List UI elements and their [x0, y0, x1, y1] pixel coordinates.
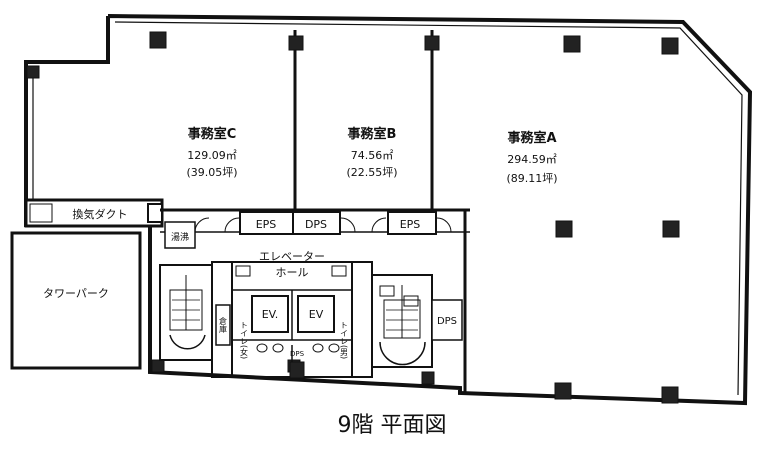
- ev-label-1: EV.: [262, 308, 279, 321]
- ev-label-2: EV: [309, 308, 324, 321]
- tower-parking-label: タワーパーク: [43, 287, 109, 300]
- column: [661, 37, 679, 55]
- tower-parking: [10, 231, 142, 370]
- column: [421, 371, 435, 385]
- toilet-female-label: トイレ(女): [240, 321, 249, 359]
- eps-label-1: EPS: [256, 218, 277, 231]
- elevator-hall-label-1: エレベーター: [259, 250, 325, 263]
- column: [149, 31, 167, 49]
- toilet-male-label: トイレ(男): [340, 321, 349, 359]
- elevator-hall-label-2: ホール: [276, 266, 309, 279]
- stair-left: [159, 264, 213, 361]
- dps-label-3: DPS: [437, 316, 457, 327]
- column: [554, 382, 572, 400]
- office-c-tsubo: (39.05坪): [186, 166, 237, 179]
- stair-right: [371, 274, 433, 368]
- elevator-car: [297, 295, 335, 333]
- office-c-area: 129.09㎡: [187, 149, 237, 162]
- column: [26, 65, 40, 79]
- elevators: [251, 295, 335, 333]
- shaft-row: [194, 211, 452, 235]
- column: [151, 359, 165, 373]
- columns: [26, 31, 680, 404]
- column: [288, 35, 304, 51]
- toilets: [256, 343, 340, 379]
- dps-label-1: DPS: [305, 218, 327, 231]
- office-b-name: 事務室B: [348, 126, 397, 142]
- office-a-name: 事務室A: [507, 130, 556, 146]
- office-b-tsubo: (22.55坪): [346, 166, 397, 179]
- building-outline: [24, 14, 753, 406]
- storage-room: [215, 304, 231, 346]
- ventilation-duct: [24, 198, 164, 228]
- dps-label-small: DPS: [290, 350, 305, 358]
- column: [563, 35, 581, 53]
- column: [555, 220, 573, 238]
- storage-label: 倉庫: [219, 316, 228, 334]
- office-a-tsubo: (89.11坪): [506, 172, 557, 185]
- partition-walls: [160, 30, 470, 392]
- office-a-area: 294.59㎡: [507, 153, 557, 166]
- floor-title: 9階 平面図: [338, 413, 447, 438]
- office-c-name: 事務室C: [188, 126, 237, 142]
- column: [661, 386, 679, 404]
- dps-room: [431, 299, 463, 341]
- janitor-room: [164, 221, 196, 249]
- elevator-car: [251, 295, 289, 333]
- ventilation-duct-label: 換気ダクト: [73, 207, 128, 221]
- column: [424, 35, 440, 51]
- eps-label-2: EPS: [400, 218, 421, 231]
- janitor-label: 湯沸: [171, 231, 189, 243]
- column: [662, 220, 680, 238]
- office-b-area: 74.56㎡: [351, 149, 394, 162]
